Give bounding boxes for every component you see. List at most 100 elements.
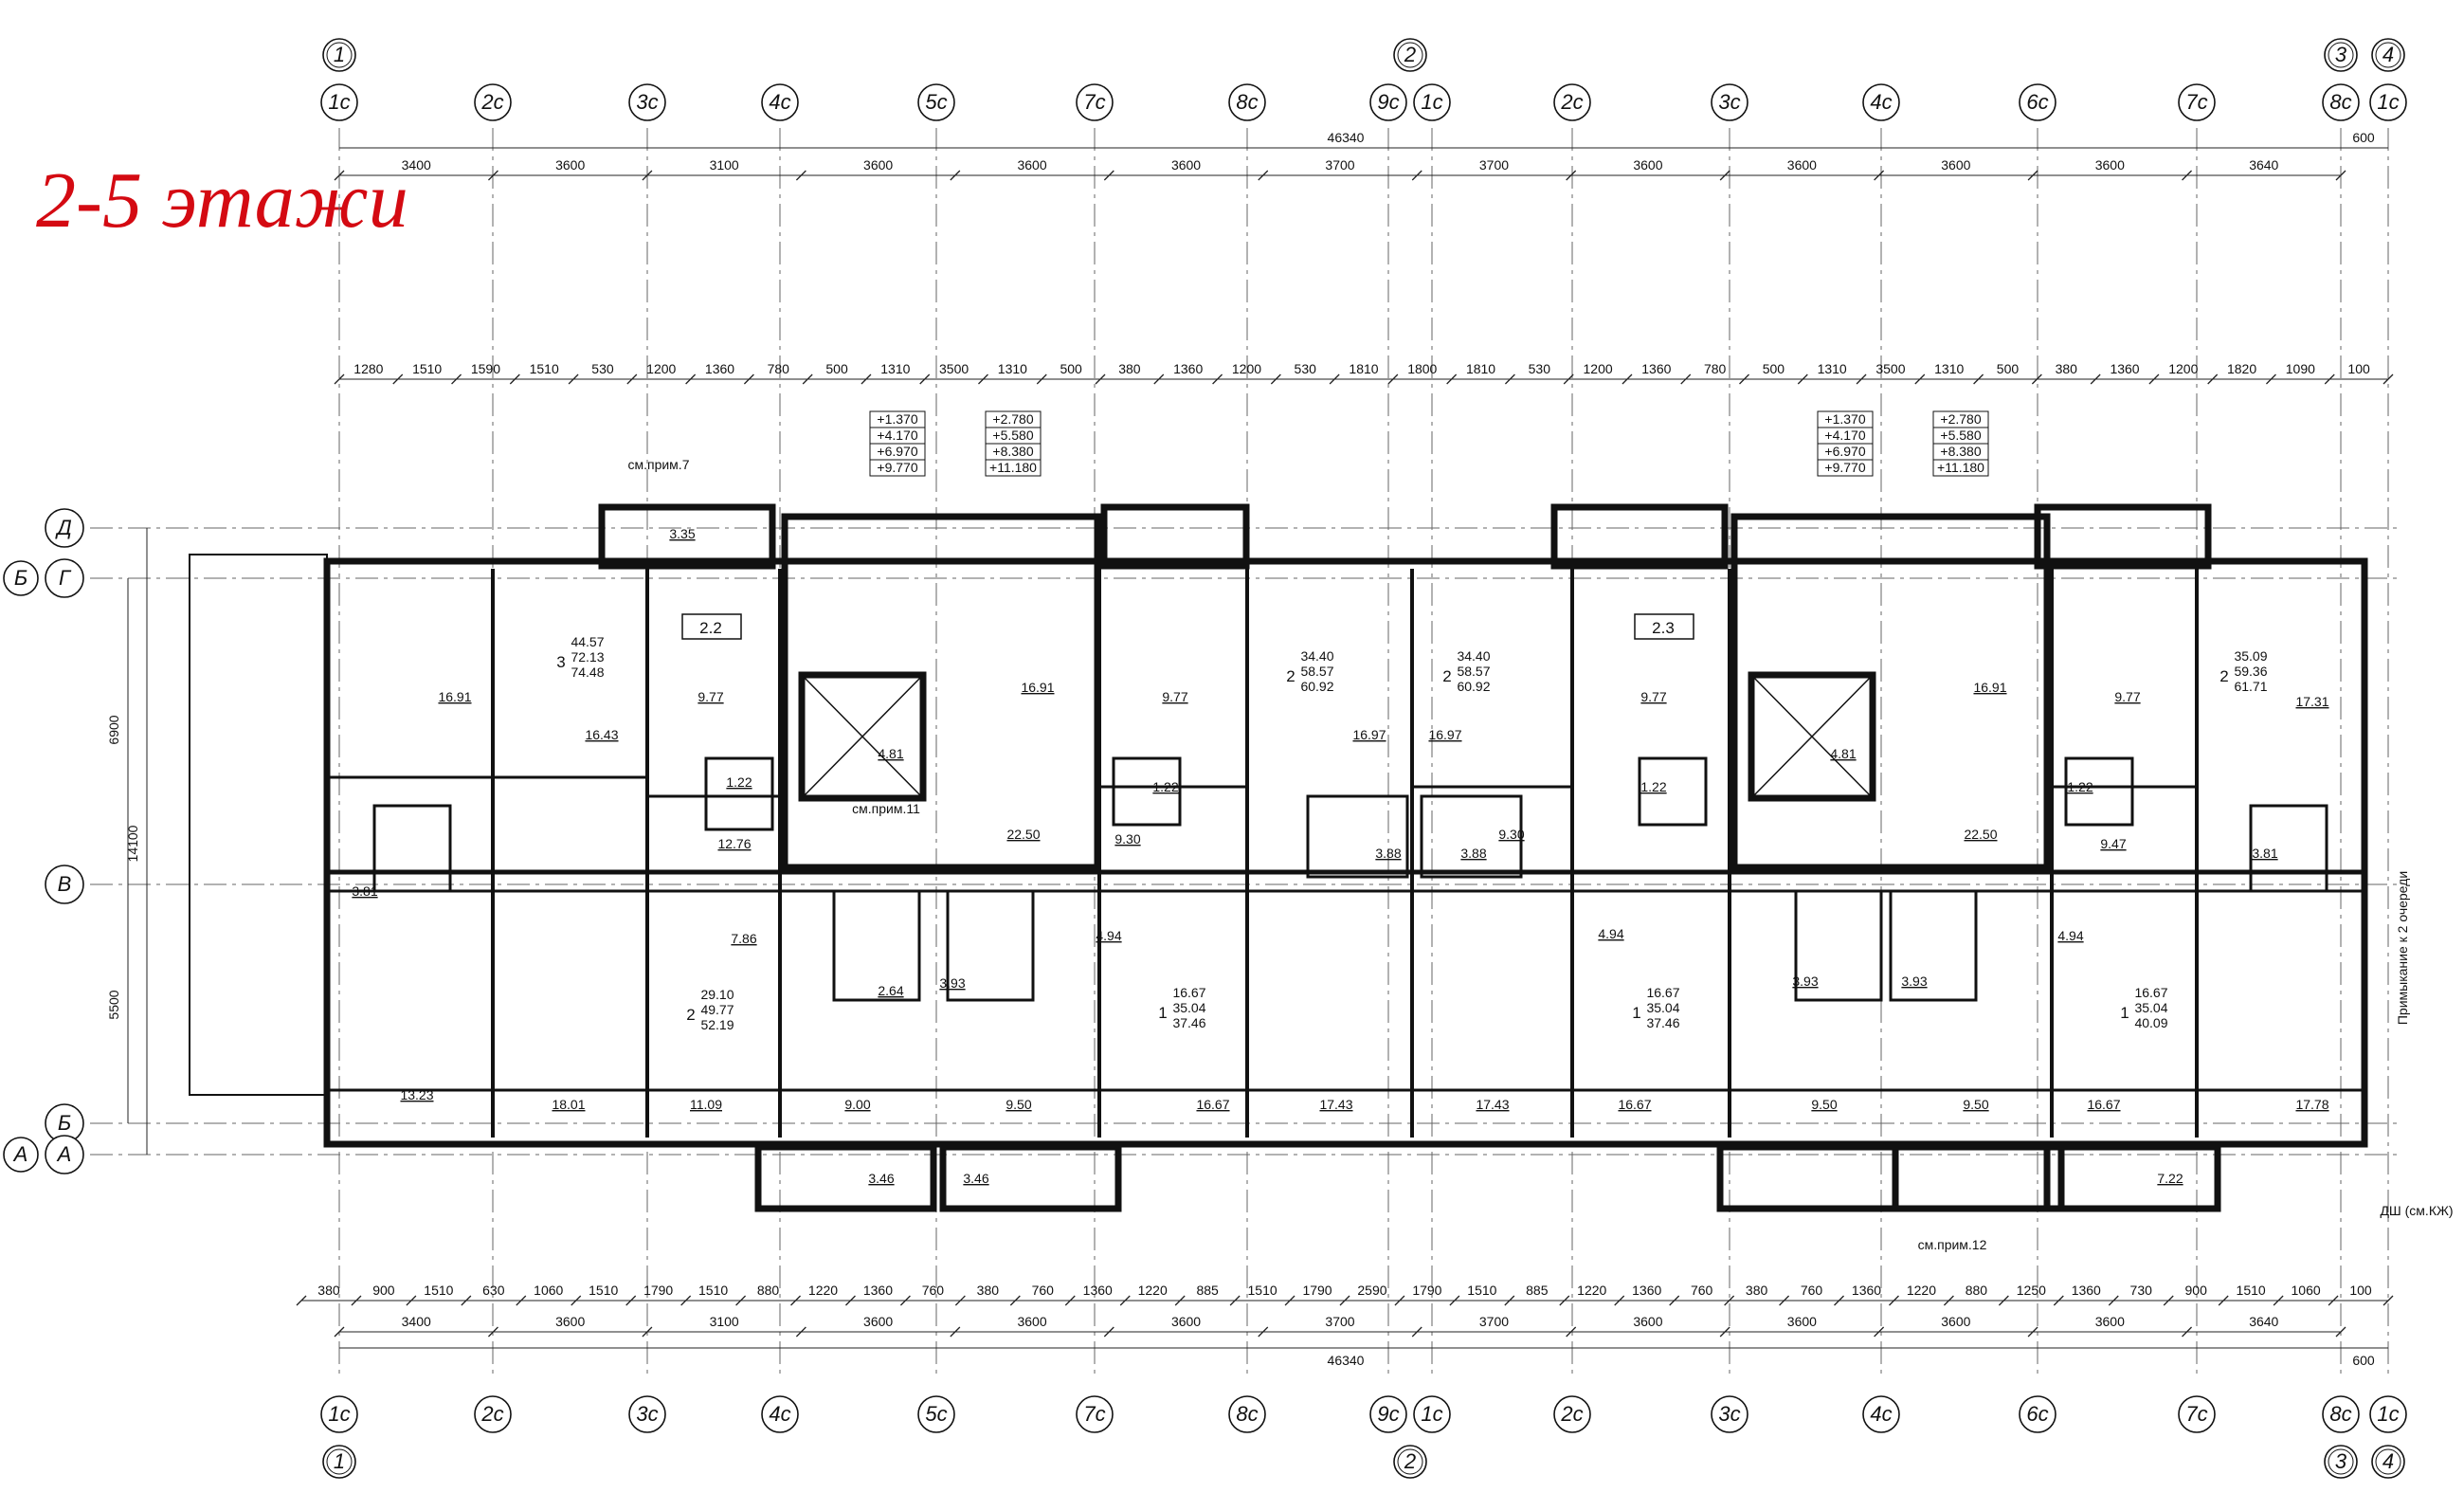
opening-dim-chain-value: 1280	[353, 361, 383, 376]
bottom-dim-chain-tick	[1504, 1295, 1515, 1306]
row-axis-label-outer: Б	[14, 566, 27, 590]
unit-label: 2.2	[699, 619, 722, 637]
elevation-table-value: +11.180	[989, 460, 1037, 475]
opening-dim-chain-tick	[978, 373, 988, 385]
bottom-dim-chain-value: 1790	[1302, 1283, 1332, 1298]
bottom-dim-chain-tick	[2328, 1295, 2339, 1306]
elevation-table-value: +6.970	[1824, 444, 1865, 459]
apartment-total-area: 58.57	[1457, 664, 1490, 679]
bottom-dim-chain-tick	[1174, 1295, 1186, 1306]
axis-label: 1с	[328, 90, 350, 114]
opening-dim-chain-tick	[1797, 373, 1808, 385]
room-area: 3.93	[939, 975, 965, 991]
opening-dim-chain-tick	[2324, 373, 2335, 385]
bottom-dim-chain-value: 1510	[698, 1283, 728, 1298]
apartment-rooms: 2	[2219, 667, 2228, 685]
axis-dim-chain-tick	[1719, 170, 1730, 181]
main-axis-label: 3	[2335, 1449, 2347, 1473]
axis-label: 5с	[925, 90, 947, 114]
bottom-dim-chain-tick	[1724, 1295, 1735, 1306]
main-axis-label: 1	[334, 1449, 345, 1473]
unit-label-box	[1634, 613, 1694, 640]
bottom-dim-chain-value: 1360	[1852, 1283, 1881, 1298]
row-axis-label: Д	[54, 516, 72, 539]
bottom-dim-chain-tick	[2163, 1295, 2174, 1306]
opening-dim-chain-value: 1310	[998, 361, 1027, 376]
axis-bubble	[1711, 1395, 1748, 1433]
axis-bubble	[1862, 1395, 1900, 1433]
axis-bubble	[628, 83, 666, 121]
bottom-dim-chain-tick	[1889, 1295, 1899, 1306]
opening-dim-chain-tick	[1856, 373, 1867, 385]
bottom-dim-chain-value: 1360	[1632, 1283, 1661, 1298]
opening-dim-chain-value: 1510	[412, 361, 442, 376]
bottom-dim-chain-tick	[1943, 1295, 1954, 1306]
axis-dim-chain-tick	[1103, 170, 1114, 181]
opening-dim-chain-tick	[334, 373, 345, 385]
axis-bubble	[1076, 1395, 1114, 1433]
main-axis-bubble	[322, 38, 356, 72]
bottom-dim-chain-value: 760	[1032, 1283, 1055, 1298]
room-area: 4.81	[878, 746, 903, 761]
axis-label: 7с	[1083, 90, 1105, 114]
apartment-gross-area: 61.71	[2234, 679, 2267, 694]
row-axis-bubble	[45, 1135, 84, 1174]
bottom-dim-chain-value: 1220	[1577, 1283, 1606, 1298]
axis-dim-chain-value: 3600	[863, 157, 893, 173]
axis-dim-chain-tick	[1258, 170, 1269, 181]
row-axis-label: Б	[58, 1111, 71, 1135]
axis-dim-chain-bottom-value: 3600	[1787, 1314, 1817, 1329]
main-axis-bubble-inner	[326, 42, 353, 68]
apartment-living-area: 16.67	[2134, 985, 2167, 1000]
room-area: 9.30	[1114, 831, 1140, 847]
bottom-dim-chain-tick	[1119, 1295, 1131, 1306]
bottom-dim-chain-tick	[1009, 1295, 1021, 1306]
opening-dim-chain-value: 1200	[1232, 361, 1261, 376]
bottom-dim-chain-tick	[845, 1295, 856, 1306]
axis-bubble	[1228, 83, 1266, 121]
overall-dim-end-bottom: 600	[2352, 1353, 2375, 1368]
bottom-dim-chain-value: 1360	[1083, 1283, 1113, 1298]
axis-dim-chain-bottom-tick	[795, 1326, 806, 1338]
opening-dim-chain-value: 380	[2056, 361, 2078, 376]
axis-label: 2с	[480, 90, 503, 114]
axis-bubble	[1413, 83, 1451, 121]
opening-dim-chain-tick	[685, 373, 697, 385]
apartment-gross-area: 60.92	[1457, 679, 1490, 694]
axis-dim-chain-tick	[642, 170, 653, 181]
apartment-rooms: 2	[1286, 667, 1295, 685]
apartment-living-area: 29.10	[700, 987, 734, 1002]
row-axis-label: А	[56, 1142, 72, 1166]
axis-bubble	[761, 83, 799, 121]
lift-cross	[801, 674, 924, 799]
axis-label: 8с	[2329, 90, 2351, 114]
main-axis-bubble	[322, 1445, 356, 1479]
row-axis-label-outer: А	[12, 1142, 28, 1166]
room-area: 16.91	[1973, 680, 2006, 695]
room-area: 16.97	[1428, 727, 1461, 742]
elevation-table-value: +9.770	[877, 460, 917, 475]
axis-dim-chain-tick	[1874, 170, 1885, 181]
axis-bubble	[320, 83, 358, 121]
axis-dim-chain-bottom-tick	[642, 1326, 653, 1338]
axis-label: 8с	[1236, 1402, 1258, 1426]
bottom-dim-chain-tick	[625, 1295, 637, 1306]
bottom-dim-chain-value: 880	[757, 1283, 780, 1298]
room-area: 3.88	[1375, 846, 1401, 861]
balcony-area: 7.22	[2157, 1171, 2183, 1186]
bottom-dim-chain-tick	[1229, 1295, 1241, 1306]
opening-dim-chain-value: 3500	[939, 361, 969, 376]
opening-dim-chain-value: 380	[1118, 361, 1141, 376]
axis-dim-chain-bottom-value: 3600	[1633, 1314, 1662, 1329]
axis-dim-chain-tick	[795, 170, 806, 181]
opening-dim-chain-value: 500	[1997, 361, 2020, 376]
apartment-gross-area: 37.46	[1646, 1015, 1679, 1030]
main-axis-bubble-inner	[2328, 1448, 2354, 1475]
apartment-total-area: 59.36	[2234, 664, 2267, 679]
bottom-dim-chain-value: 900	[372, 1283, 395, 1298]
opening-dim-chain-value: 1590	[471, 361, 500, 376]
axis-bubble	[1413, 1395, 1451, 1433]
